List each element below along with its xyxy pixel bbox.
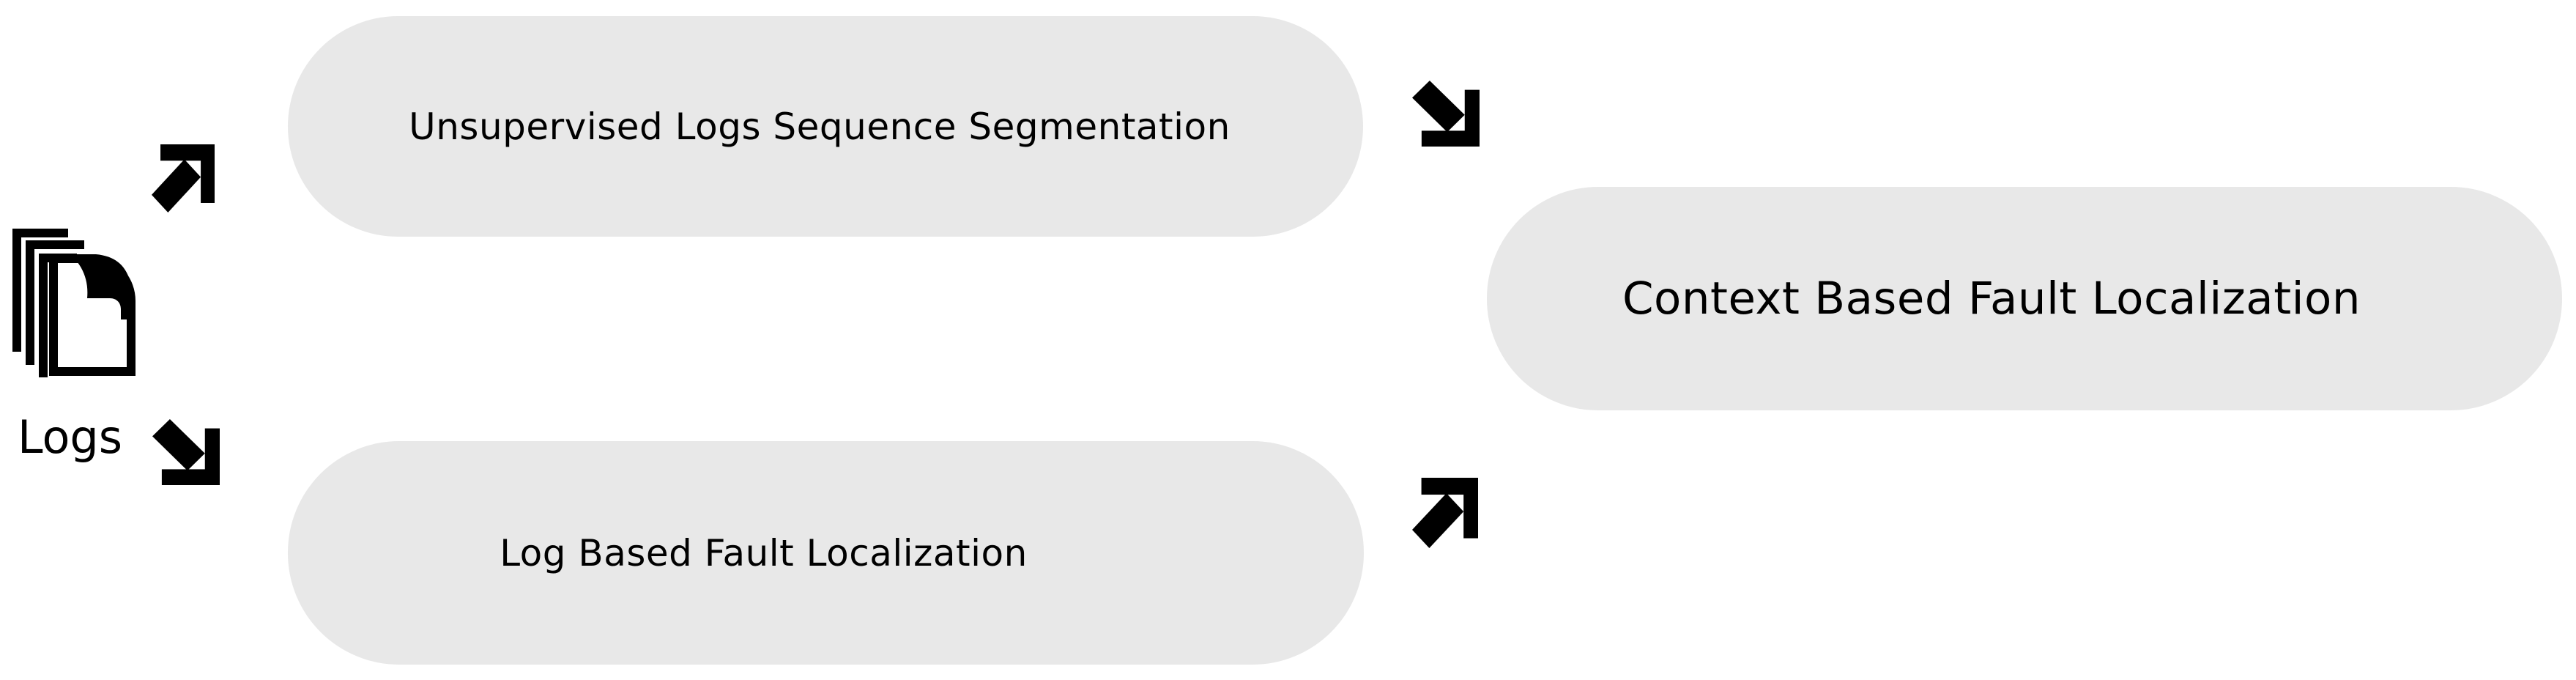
node-log-based-fault-localization: Log Based Fault Localization [288, 441, 1364, 665]
arrow-up-right-icon [1412, 478, 1478, 548]
documents-stack-icon [12, 229, 136, 377]
node-label: Log Based Fault Localization [500, 531, 1028, 574]
arrow-down-right-icon [152, 419, 220, 485]
node-context-based-fault-localization: Context Based Fault Localization [1487, 187, 2562, 410]
node-unsupervised-logs-sequence-segmentation: Unsupervised Logs Sequence Segmentation [288, 16, 1363, 237]
arrow-up-right-icon [152, 144, 215, 212]
logs-label: Logs [18, 410, 123, 464]
arrow-down-right-icon [1412, 81, 1480, 147]
node-label: Unsupervised Logs Sequence Segmentation [409, 105, 1231, 148]
node-label: Context Based Fault Localization [1622, 273, 2361, 325]
